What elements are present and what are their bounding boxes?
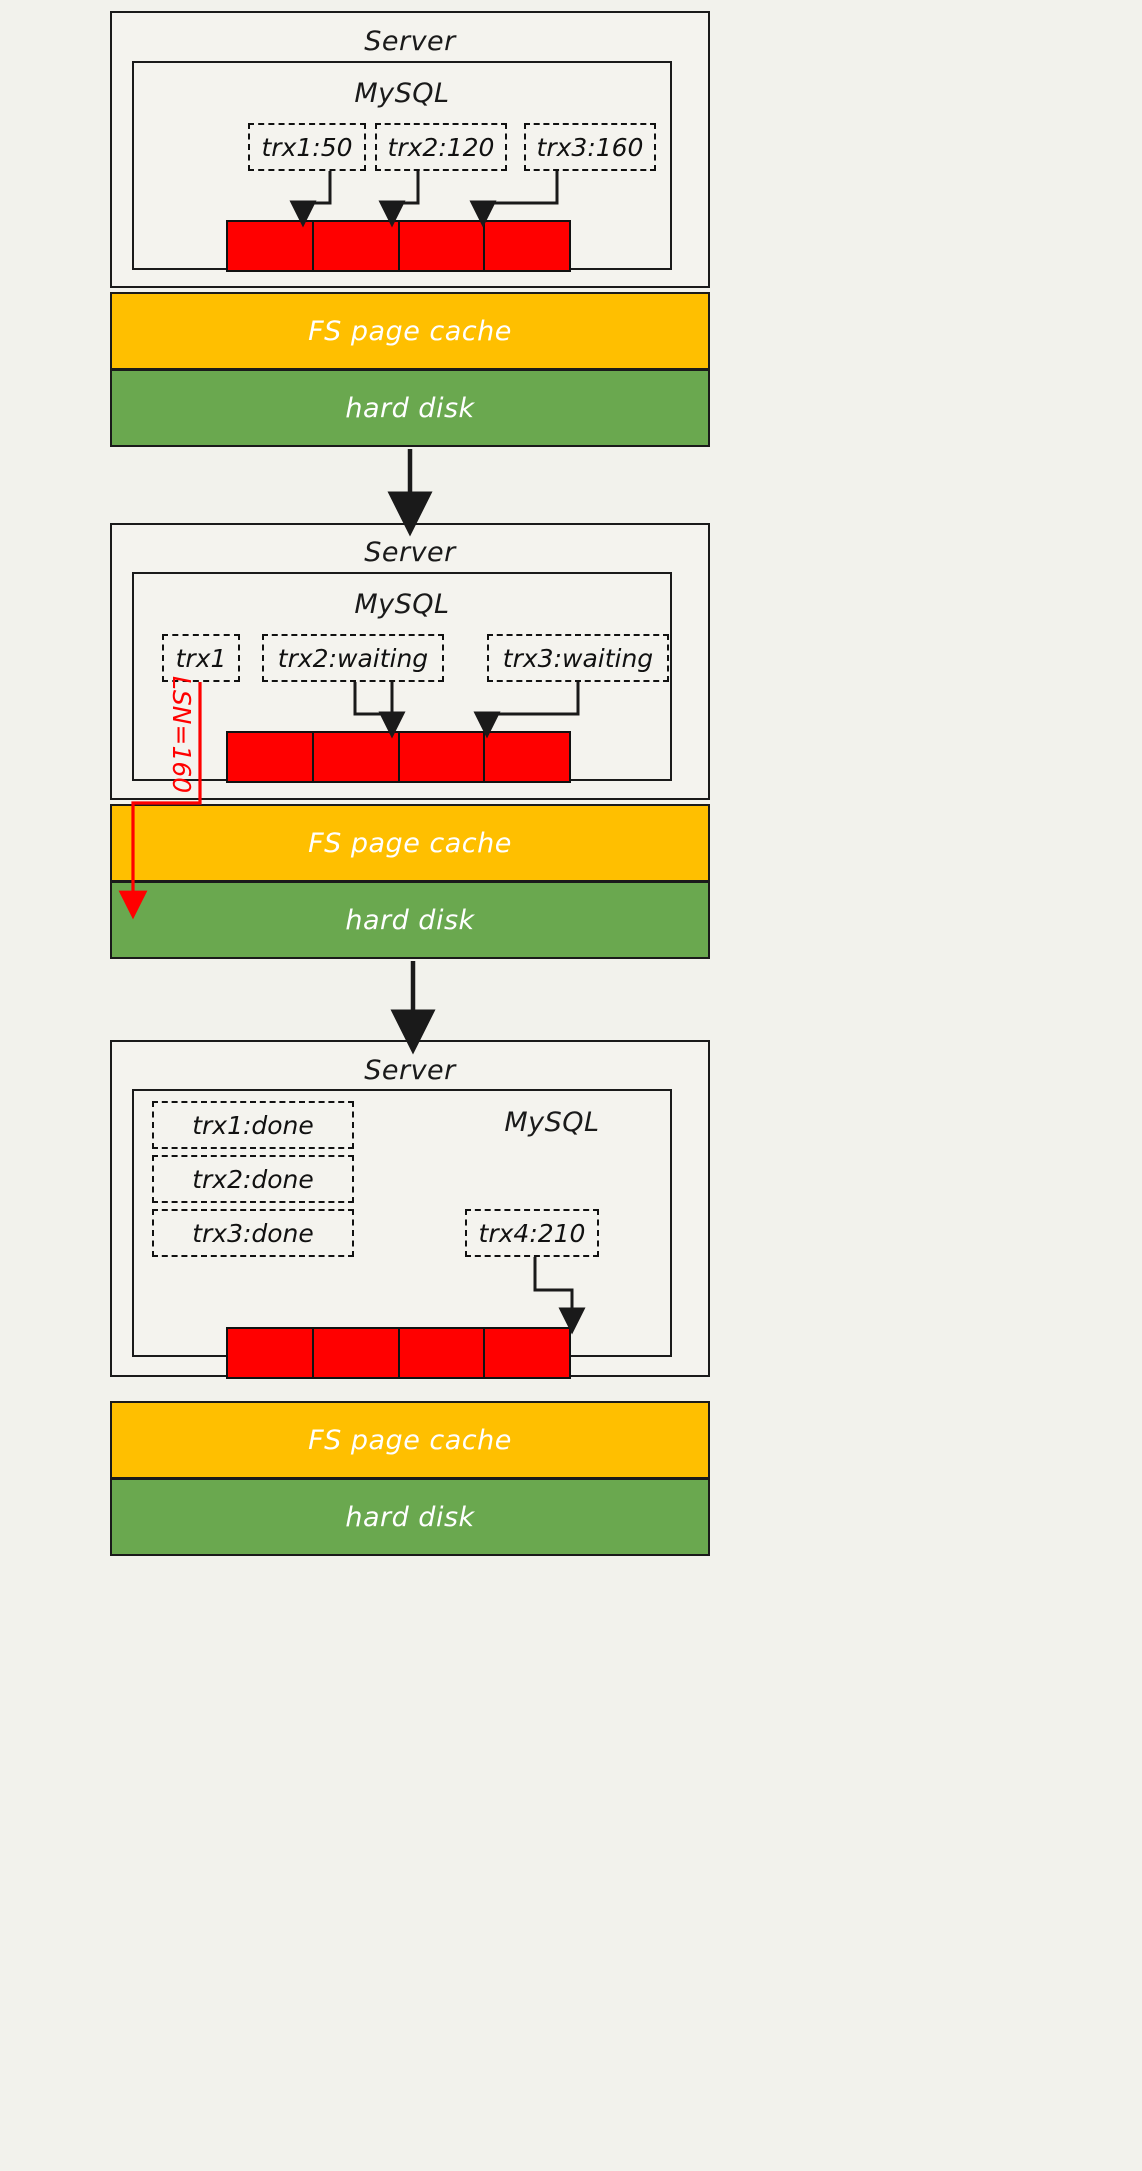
panel-2-fs-page-cache: FS page cache (110, 804, 710, 882)
panel-1-fs-page-cache: FS page cache (110, 292, 710, 370)
panel-3-trx-3[interactable]: trx3:done (152, 1209, 354, 1257)
panel-2-mysql-label: MySQL (354, 589, 450, 620)
redo-log-cell (314, 733, 400, 781)
redo-log-cell (485, 1329, 569, 1377)
panel-3-trx-1[interactable]: trx1:done (152, 1101, 354, 1149)
panel-2-redo-log-buffer (226, 731, 571, 783)
panel-3-trx-2[interactable]: trx2:done (152, 1155, 354, 1203)
panel-3-fs-page-cache: FS page cache (110, 1401, 710, 1479)
panel-1-trx-1[interactable]: trx1:50 (248, 123, 366, 171)
redo-log-cell (228, 222, 314, 270)
redo-log-cell (485, 733, 569, 781)
redo-log-cell (228, 1329, 314, 1377)
panel-1-hard-disk: hard disk (110, 369, 710, 447)
panel-2-lsn-marker-label: LSN=160 (167, 676, 196, 794)
panel-1-trx-2[interactable]: trx2:120 (375, 123, 507, 171)
panel-1-redo-log-buffer (226, 220, 571, 272)
redo-log-cell (314, 222, 400, 270)
redo-log-cell (400, 1329, 486, 1377)
panel-2-server-label: Server (364, 537, 456, 568)
panel-2-trx-1[interactable]: trx1 (162, 634, 240, 682)
redo-log-cell (400, 222, 486, 270)
panel-3-redo-log-buffer (226, 1327, 571, 1379)
panel-2-trx-3[interactable]: trx3:waiting (487, 634, 669, 682)
panel-3-server-label: Server (364, 1055, 456, 1086)
panel-1-server-label: Server (364, 26, 456, 57)
redo-log-cell (314, 1329, 400, 1377)
panel-2-hard-disk: hard disk (110, 881, 710, 959)
redo-log-cell (228, 733, 314, 781)
panel-1-mysql-label: MySQL (354, 78, 450, 109)
redo-log-cell (400, 733, 486, 781)
panel-3-mysql-label: MySQL (504, 1107, 600, 1138)
redo-log-cell (485, 222, 569, 270)
panel-2-trx-2[interactable]: trx2:waiting (262, 634, 444, 682)
panel-1-trx-3[interactable]: trx3:160 (524, 123, 656, 171)
panel-3-hard-disk: hard disk (110, 1478, 710, 1556)
panel-3-trx-4[interactable]: trx4:210 (465, 1209, 599, 1257)
